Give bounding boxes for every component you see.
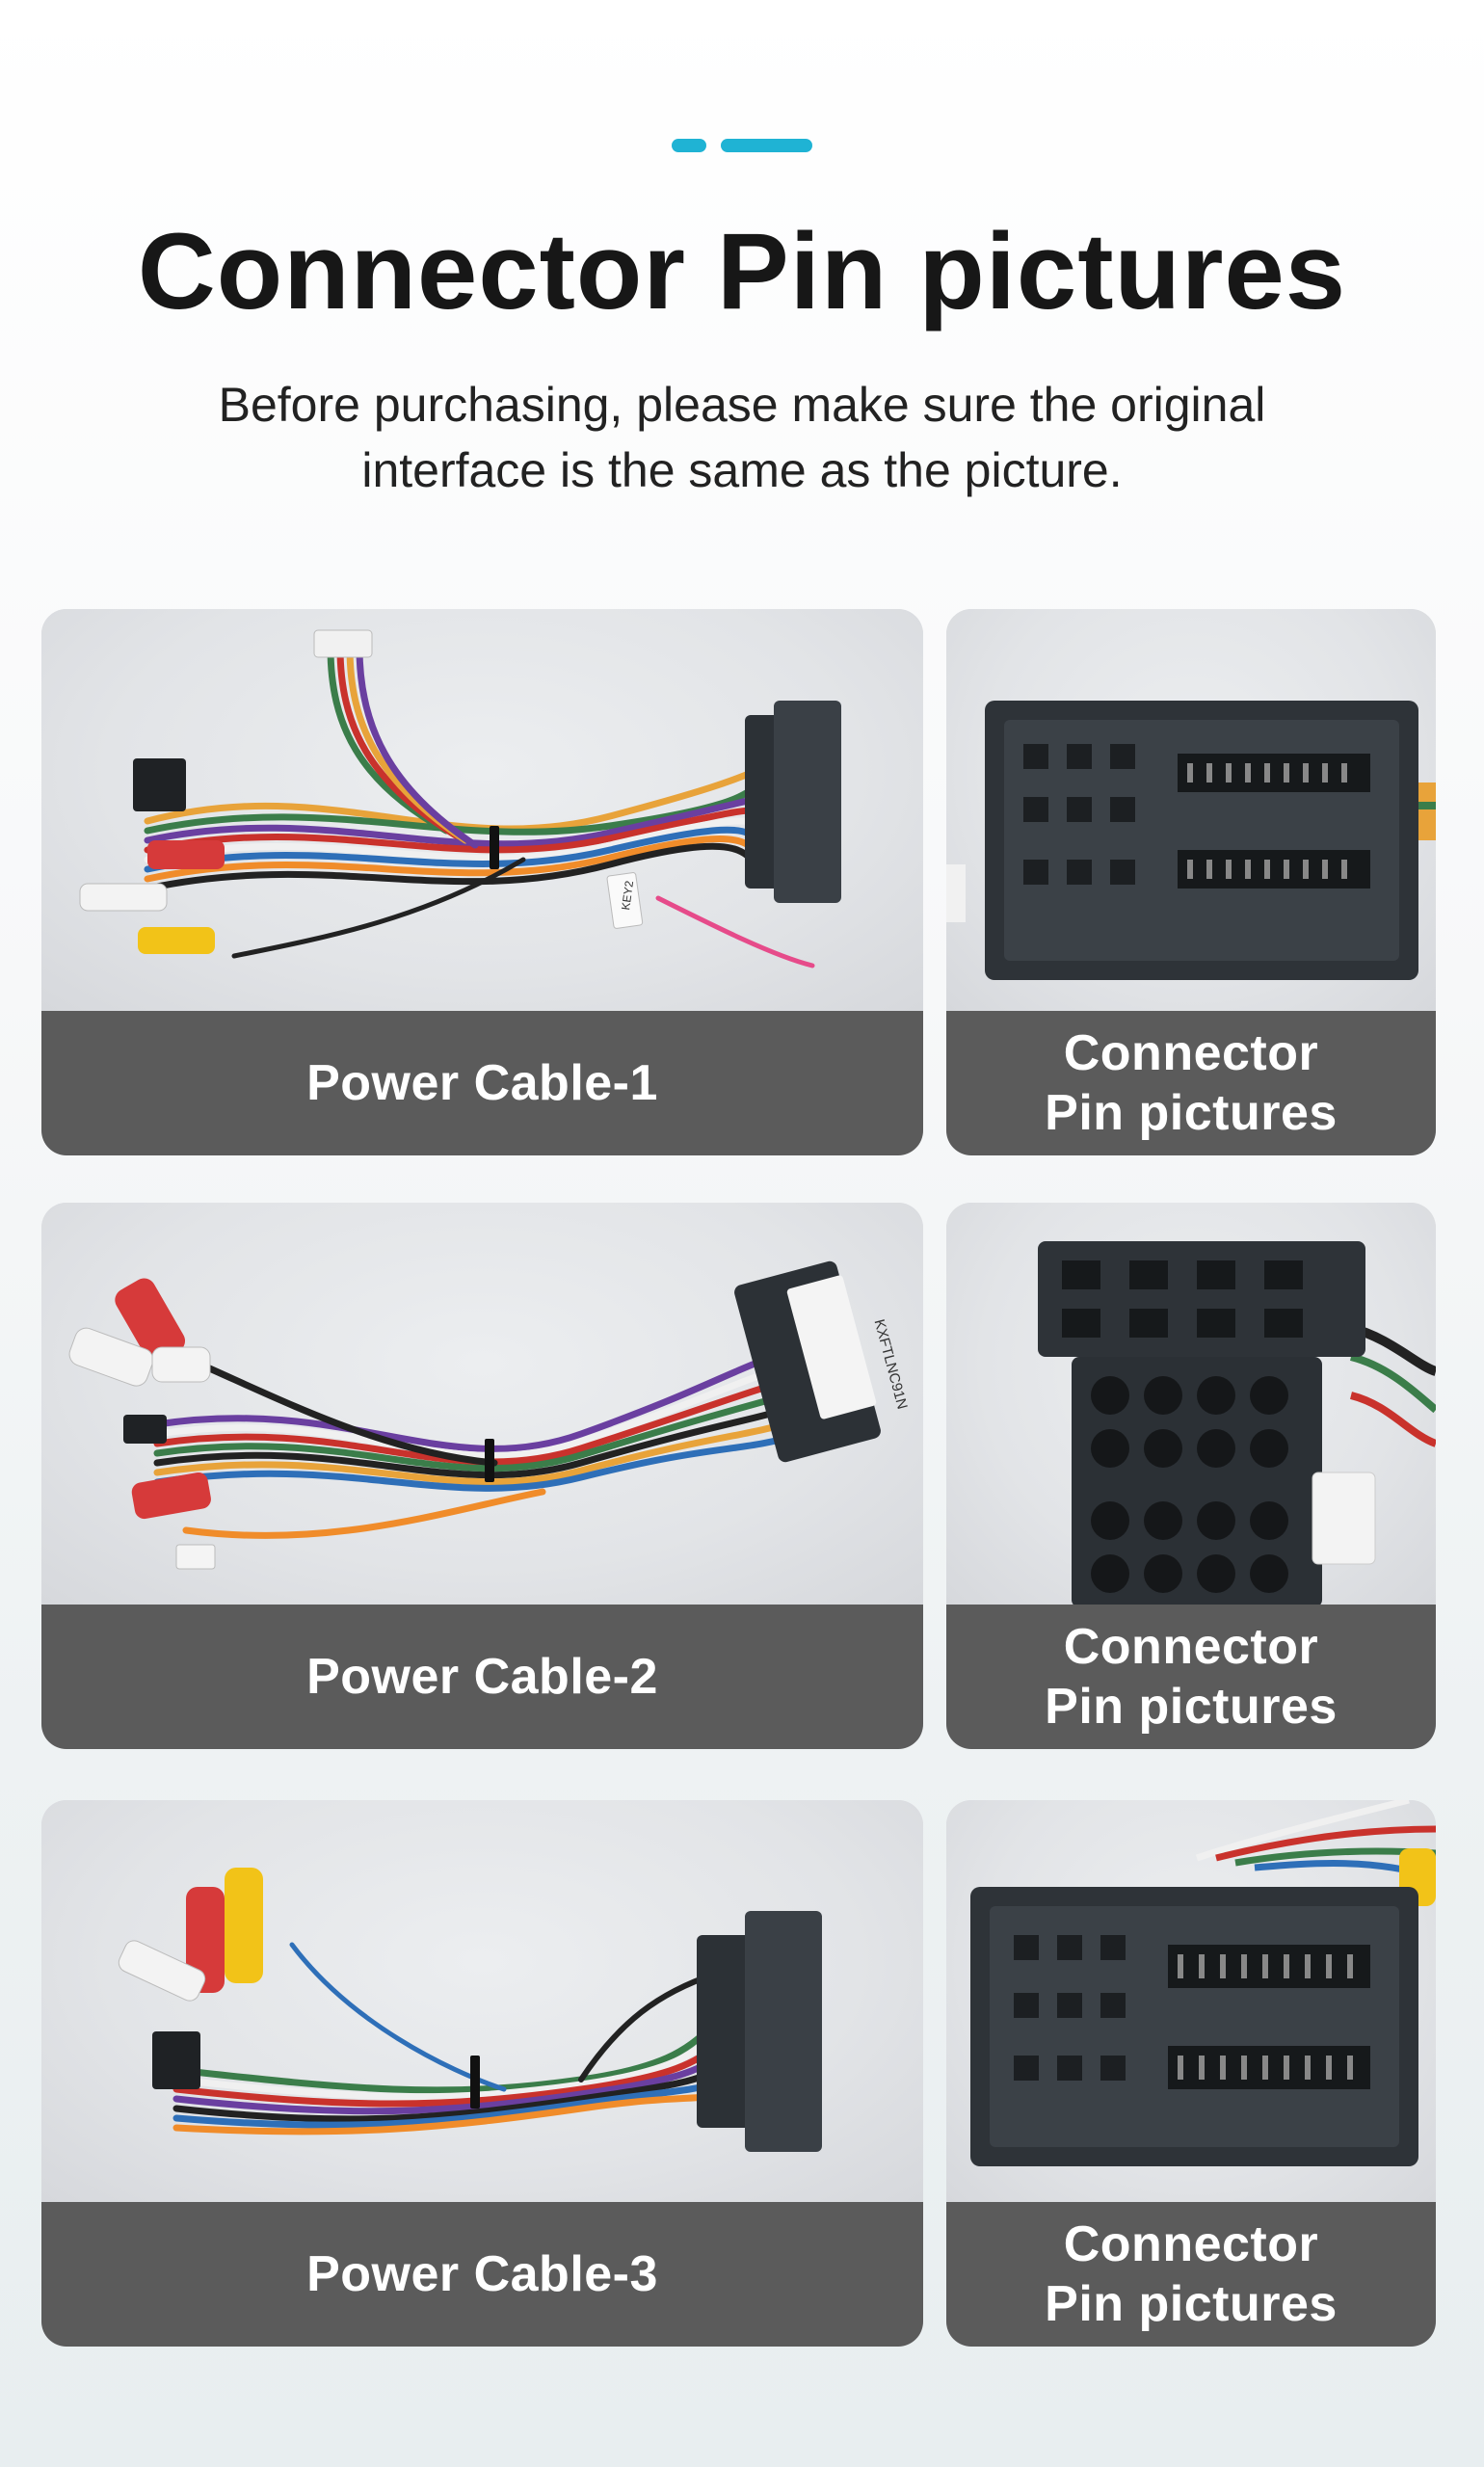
subtitle-line-1: Before purchasing, please make sure the … [218,378,1266,432]
cable-label-bar-3: Power Cable-3 [41,2202,923,2347]
pin-photo-3 [946,1800,1436,2202]
pin-label-bar-1: Connector Pin pictures [946,1011,1436,1155]
cable-card-1[interactable]: KEY2 Power Cable-1 [41,609,923,1155]
pin-label-2-line-1: Connector [1063,1619,1319,1675]
pin-card-3[interactable]: Connector Pin pictures [946,1800,1436,2347]
cable-label-3: Power Cable-3 [306,2246,658,2302]
cable-label-bar-2: Power Cable-2 [41,1605,923,1749]
pin-photo-1 [946,609,1436,1011]
cable-photo-3 [41,1800,923,2202]
pin-card-2[interactable]: Connector Pin pictures [946,1203,1436,1749]
cable-card-2[interactable]: KXFTLNC91N Power Cable-2 [41,1203,923,1749]
pin-label-3-line-1: Connector [1063,2216,1319,2272]
wire-harness-illustration-3 [118,1868,822,2152]
subtitle-line-2: interface is the same as the picture. [361,443,1123,497]
cable-card-3[interactable]: Power Cable-3 [41,1800,923,2347]
wire-tag-text-1: KEY2 [619,880,636,912]
cable-photo-2: KXFTLNC91N [41,1203,923,1605]
accent-bar-short [672,139,706,152]
wire-harness-illustration-2: KXFTLNC91N [68,1260,911,1570]
pin-label-3-line-2: Pin pictures [1045,2276,1338,2332]
wire-tag-text-2: KXFTLNC91N [871,1317,911,1411]
cable-label-2: Power Cable-2 [306,1649,658,1705]
connector-pin-illustration-2 [1038,1241,1436,1605]
page-subtitle: Before purchasing, please make sure the … [164,372,1320,503]
page-title: Connector Pin pictures [137,211,1347,332]
connector-pin-illustration-1 [946,701,1436,980]
cable-label-1: Power Cable-1 [306,1055,658,1111]
cable-photo-1: KEY2 [41,609,923,1011]
pin-label-1-line-2: Pin pictures [1045,1085,1338,1141]
pin-card-1[interactable]: Connector Pin pictures [946,609,1436,1155]
pin-photo-2 [946,1203,1436,1605]
pin-label-2-line-2: Pin pictures [1045,1679,1338,1735]
pin-label-1-line-1: Connector [1063,1025,1319,1081]
pin-label-bar-2: Connector Pin pictures [946,1605,1436,1749]
cable-label-bar-1: Power Cable-1 [41,1011,923,1155]
wire-harness-illustration-1: KEY2 [79,629,841,968]
pin-label-bar-3: Connector Pin pictures [946,2202,1436,2347]
accent-bar-long [721,139,812,152]
connector-pin-illustration-3 [970,1800,1436,2166]
